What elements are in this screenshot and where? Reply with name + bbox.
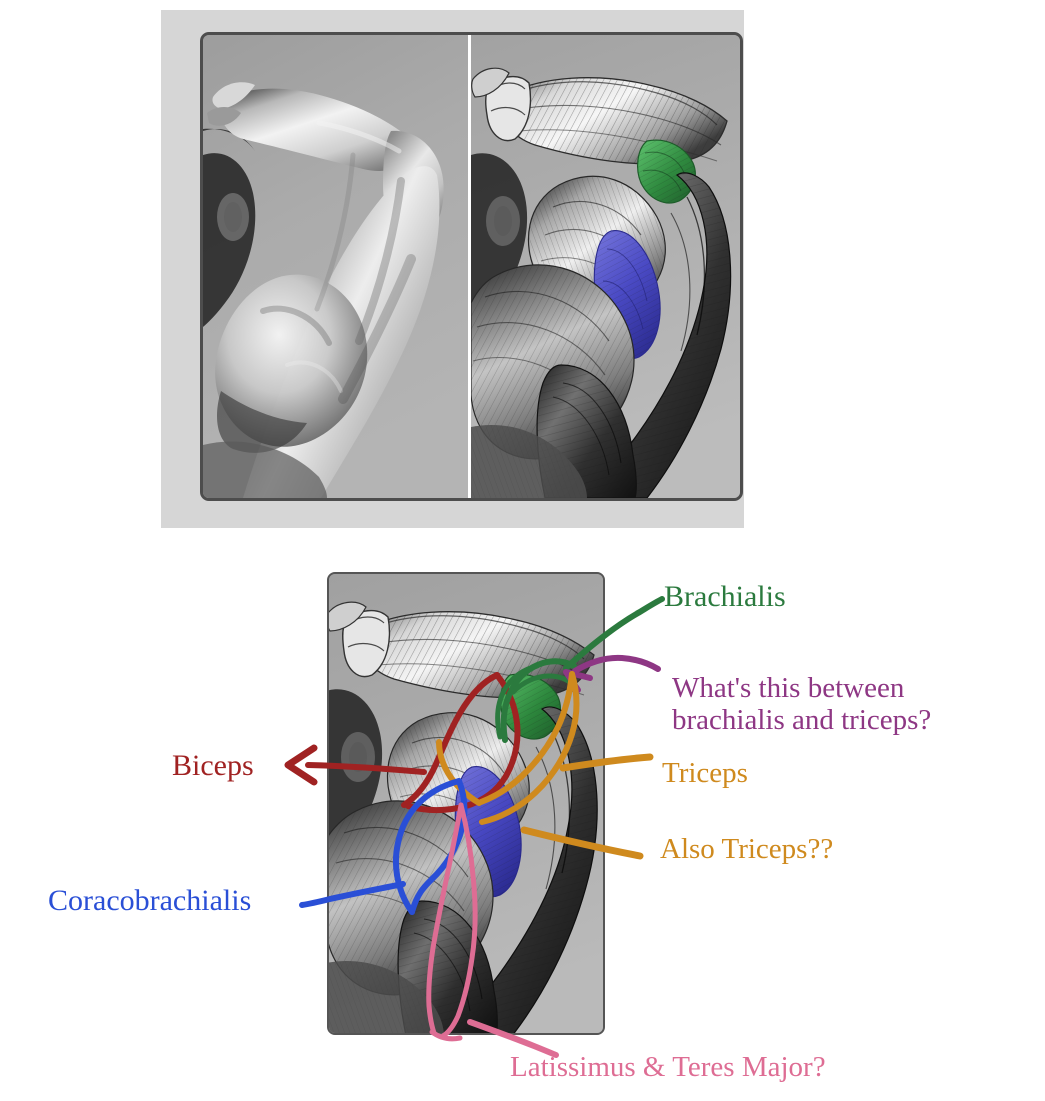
label-brachialis: Brachialis [664,580,786,613]
top-figure-frame [200,32,743,501]
label-latissimus-and-teres-major: Latissimus & Teres Major? [510,1051,826,1083]
label-triceps: Triceps [662,757,748,789]
label-biceps: Biceps [172,749,254,782]
label-coracobrachialis: Coracobrachialis [48,884,252,917]
photo-half [203,35,468,498]
label-whats-this-between-brachialis-and-triceps: What's this between brachialis and trice… [672,672,932,737]
bottom-figure-frame [327,572,605,1035]
image-divider [468,35,471,498]
top-figure-container [161,10,744,528]
anatomy-half [471,35,740,498]
label-also-triceps: Also Triceps?? [660,833,834,865]
annotated-arm-anatomy [329,574,603,1033]
arm-anatomy-illustration [471,35,740,498]
arm-photograph [203,35,468,498]
